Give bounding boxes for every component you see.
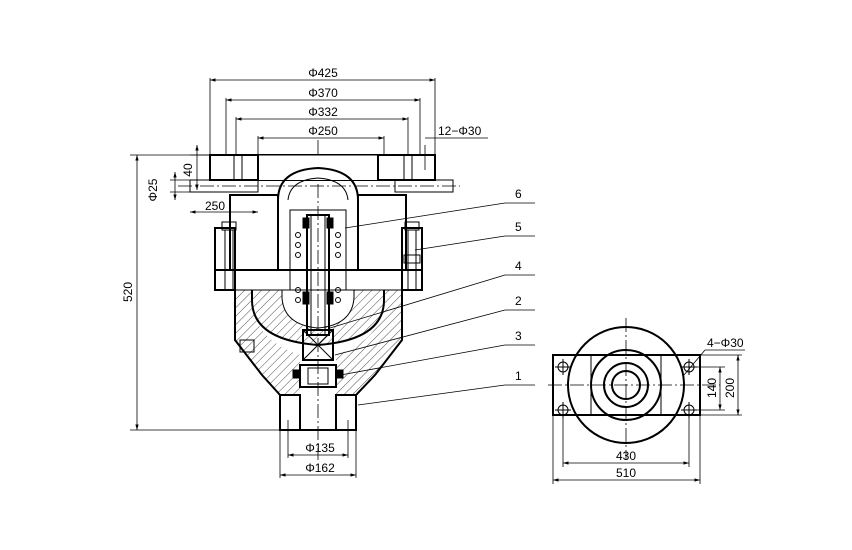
dim-d332: Φ332 (308, 105, 338, 119)
part-label-5: 5 (515, 220, 522, 234)
main-dimensions: Φ425 Φ370 Φ332 Φ250 12−Φ30 40 Φ25 250 (121, 66, 488, 478)
part-label-2: 2 (515, 294, 522, 308)
dim-d135: Φ135 (305, 441, 335, 455)
stem-assembly (289, 209, 347, 336)
part-callouts: 6 5 4 2 3 1 (329, 187, 535, 406)
part-label-4: 4 (515, 259, 522, 273)
part-label-6: 6 (515, 187, 522, 201)
dim-d250: Φ250 (308, 124, 338, 138)
base-plan-view: 4−Φ30 140 200 430 510 (548, 318, 745, 484)
dim-140: 140 (705, 378, 719, 398)
upper-body (214, 194, 423, 291)
dim-d162: Φ162 (305, 461, 335, 475)
dome-cap (277, 166, 359, 201)
side-pipe (178, 179, 460, 193)
dim-d370: Φ370 (308, 86, 338, 100)
mounting-holes (555, 359, 697, 418)
dim-200: 200 (723, 378, 737, 398)
main-sectional-view: Φ425 Φ370 Φ332 Φ250 12−Φ30 40 Φ25 250 (121, 66, 535, 478)
part-label-3: 3 (515, 329, 522, 343)
part-label-1: 1 (515, 369, 522, 383)
dim-510: 510 (616, 466, 636, 480)
outlet (279, 394, 357, 431)
dim-40: 40 (181, 163, 195, 177)
dim-d25: Φ25 (146, 178, 160, 201)
base-flange-circle (567, 326, 685, 444)
dim-bolt-holes: 12−Φ30 (438, 124, 482, 138)
flange-bolts (221, 221, 421, 291)
base-bore (611, 370, 641, 400)
dim-base-holes: 4−Φ30 (707, 336, 744, 350)
dim-d425: Φ425 (308, 66, 338, 80)
dim-520: 520 (121, 282, 135, 302)
base-plate (552, 354, 701, 416)
dim-430: 430 (616, 449, 636, 463)
dim-250: 250 (205, 199, 225, 213)
